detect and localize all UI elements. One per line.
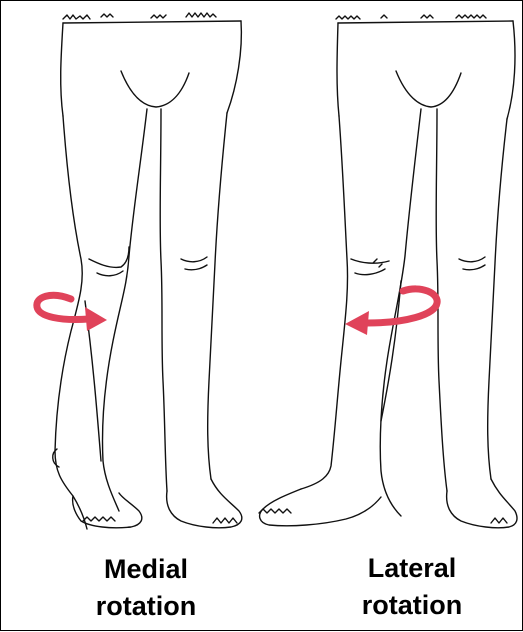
lateral-caption-line-1: Lateral bbox=[327, 550, 497, 587]
medial-rotation-arrow-icon bbox=[37, 295, 89, 319]
lateral-rotation-caption: Lateral rotation bbox=[327, 550, 497, 624]
medial-legs-drawing bbox=[53, 13, 242, 529]
medial-caption-line-2: rotation bbox=[61, 588, 231, 625]
lateral-legs-drawing bbox=[259, 15, 517, 528]
medial-rotation-caption: Medial rotation bbox=[61, 551, 231, 625]
lateral-rotation-arrow-icon bbox=[345, 311, 369, 335]
lateral-caption-line-2: rotation bbox=[327, 587, 497, 624]
medial-caption-line-1: Medial bbox=[61, 551, 231, 588]
